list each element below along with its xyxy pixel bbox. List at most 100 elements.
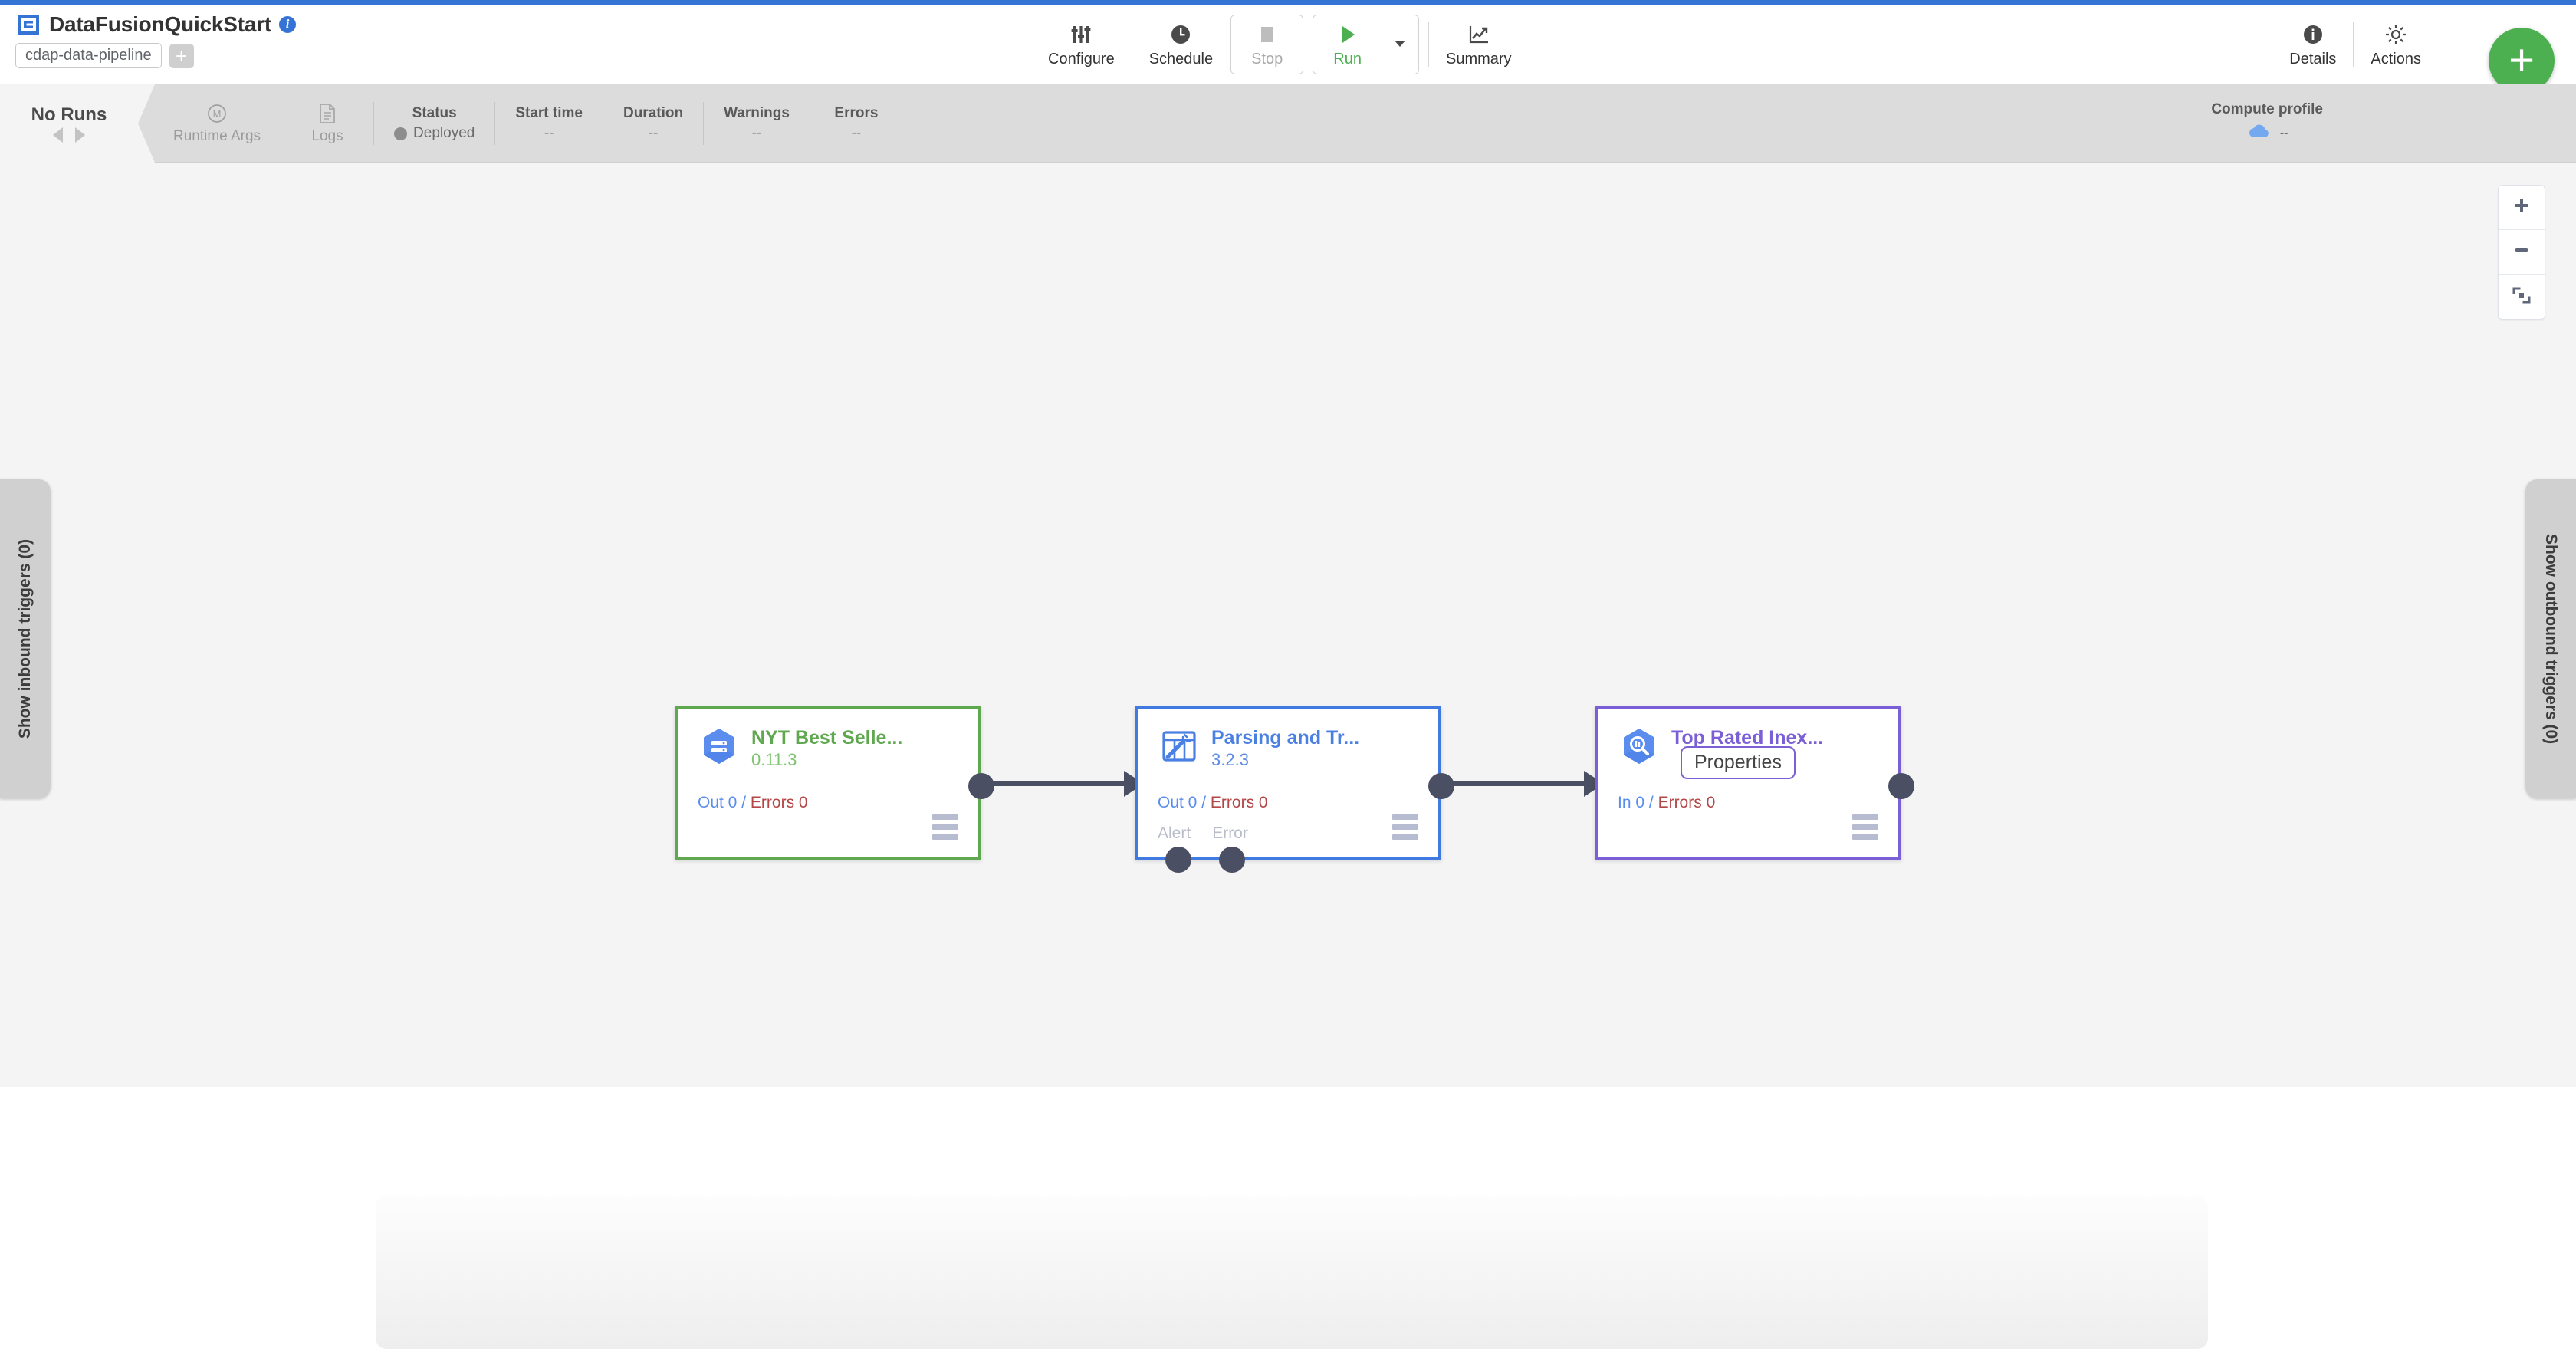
warnings-cell: Warnings --	[704, 96, 810, 151]
node-metrics: Out 0 / Errors 0	[698, 794, 808, 812]
play-triangle-icon	[1337, 21, 1359, 48]
actions-button[interactable]: Actions	[2354, 15, 2438, 74]
node-in-metric: In 0	[1618, 794, 1645, 811]
node-out-metric: Out 0	[1158, 794, 1198, 811]
zoom-in-button[interactable]	[2499, 186, 2545, 230]
info-circle-icon	[2302, 21, 2325, 48]
canvas-zoom-controls	[2498, 185, 2545, 320]
actions-label: Actions	[2371, 51, 2421, 67]
connection-transform-to-sink	[1451, 781, 1604, 786]
node-errors-metric: Errors 0	[1210, 794, 1268, 811]
configure-label: Configure	[1048, 51, 1115, 67]
schedule-button[interactable]: Schedule	[1132, 15, 1230, 74]
status-divider-2	[373, 102, 375, 145]
gear-icon	[2384, 21, 2408, 48]
node-errors-metric: Errors 0	[750, 794, 808, 811]
triangle-left-icon[interactable]	[53, 127, 63, 143]
toolbar-divider-4	[2353, 22, 2354, 67]
warnings-value: --	[751, 125, 762, 141]
start-time-value: --	[544, 125, 554, 141]
no-runs-label: No Runs	[31, 104, 107, 125]
zoom-out-button[interactable]	[2499, 230, 2545, 275]
run-status-bar: No Runs M Runtime Args	[0, 84, 2576, 163]
run-label: Run	[1333, 51, 1362, 67]
node-output-port[interactable]	[1888, 773, 1914, 799]
node-title: Top Rated Inex...	[1671, 727, 1824, 749]
node-title: Parsing and Tr...	[1211, 727, 1360, 749]
runtime-args-button[interactable]: M Runtime Args	[153, 96, 281, 151]
pipeline-title-block: DataFusionQuickStart i cdap-data-pipelin…	[15, 9, 297, 68]
details-label: Details	[2289, 51, 2337, 67]
stop-button-box[interactable]: Stop	[1230, 15, 1304, 74]
triangle-right-icon[interactable]	[75, 127, 85, 143]
compute-profile-value: --	[2279, 126, 2288, 140]
compute-profile-header: Compute profile	[2211, 101, 2323, 117]
stop-label: Stop	[1251, 51, 1283, 67]
node-menu-button[interactable]	[1392, 814, 1418, 840]
node-metric-separator: /	[1648, 794, 1654, 811]
node-port-labels: Alert Error	[1158, 824, 1248, 843]
toolbar-divider-3	[1428, 22, 1429, 67]
details-button[interactable]: Details	[2272, 15, 2353, 74]
run-button[interactable]: Run	[1313, 15, 1382, 74]
node-menu-button[interactable]	[932, 814, 958, 840]
node-properties-tooltip[interactable]: Properties	[1681, 746, 1796, 779]
page-title: DataFusionQuickStart	[49, 12, 272, 36]
summary-label: Summary	[1445, 51, 1512, 67]
add-tag-button[interactable]: +	[169, 43, 194, 68]
app-header: DataFusionQuickStart i cdap-data-pipelin…	[0, 5, 2576, 94]
show-inbound-triggers-tab[interactable]: Show inbound triggers (0)	[0, 479, 51, 798]
page-bottom-area	[0, 1088, 2576, 1349]
compute-profile-cell[interactable]: Compute profile --	[2211, 101, 2323, 143]
configure-button[interactable]: Configure	[1031, 15, 1132, 74]
line-chart-icon	[1467, 21, 1490, 48]
node-output-port[interactable]	[968, 773, 994, 799]
node-error-port[interactable]	[1219, 847, 1245, 873]
show-outbound-triggers-tab[interactable]: Show outbound triggers (0)	[2525, 479, 2576, 798]
inbound-triggers-label: Show inbound triggers (0)	[16, 538, 34, 739]
no-runs-notch	[138, 84, 155, 163]
circle-m-icon: M	[206, 102, 228, 125]
status-dot-icon	[394, 127, 408, 140]
pipeline-logo-icon	[15, 12, 41, 38]
header-right-actions: Details Actions	[2272, 5, 2438, 84]
run-button-box[interactable]: Run	[1313, 15, 1419, 74]
run-dropdown-button[interactable]	[1381, 15, 1418, 74]
top-accent-bar	[0, 0, 2576, 5]
bigquery-sink-icon	[1619, 726, 1659, 766]
fit-to-screen-button[interactable]	[2499, 275, 2545, 319]
fit-screen-icon	[2511, 285, 2532, 310]
errors-cell: Errors --	[810, 96, 902, 151]
pipeline-node-transform[interactable]: Parsing and Tr... 3.2.3 Out 0 / Errors 0…	[1135, 706, 1454, 873]
node-metric-separator: /	[741, 794, 747, 811]
node-metrics: In 0 / Errors 0	[1618, 794, 1715, 812]
logs-label: Logs	[311, 128, 343, 144]
node-version: 0.11.3	[751, 750, 797, 769]
info-icon[interactable]: i	[279, 16, 297, 33]
node-metrics: Out 0 / Errors 0	[1158, 794, 1268, 812]
wrangler-icon	[1159, 726, 1199, 766]
node-alert-port[interactable]	[1165, 847, 1191, 873]
pipeline-node-source[interactable]: NYT Best Selle... 0.11.3 Out 0 / Errors …	[675, 706, 994, 860]
document-icon	[317, 102, 337, 125]
schedule-label: Schedule	[1148, 51, 1214, 67]
sliders-icon	[1070, 21, 1092, 48]
add-plugin-fab-button[interactable]: +	[2489, 28, 2555, 94]
node-output-port[interactable]	[1428, 773, 1454, 799]
node-menu-button[interactable]	[1852, 814, 1878, 840]
logs-button[interactable]: Logs	[281, 96, 373, 151]
summary-button[interactable]: Summary	[1429, 15, 1529, 74]
duration-cell: Duration --	[603, 96, 703, 151]
connection-source-to-transform	[991, 781, 1144, 786]
bottom-panel-placeholder	[376, 1196, 2208, 1349]
no-runs-panel: No Runs	[0, 84, 138, 163]
pipeline-node-sink[interactable]: Top Rated Inex... Properties In 0 / Erro…	[1595, 706, 1914, 860]
artifact-type-tag[interactable]: cdap-data-pipeline	[15, 43, 162, 68]
stop-button[interactable]: Stop	[1231, 15, 1303, 74]
cloud-icon	[2246, 123, 2272, 143]
errors-header: Errors	[834, 105, 879, 121]
status-header: Status	[412, 105, 457, 121]
status-badge: Deployed	[413, 125, 475, 141]
status-cell-group: M Runtime Args Logs Status Deployed	[153, 84, 902, 163]
pipeline-canvas[interactable]: Show inbound triggers (0) Show outbound …	[0, 163, 2576, 1087]
